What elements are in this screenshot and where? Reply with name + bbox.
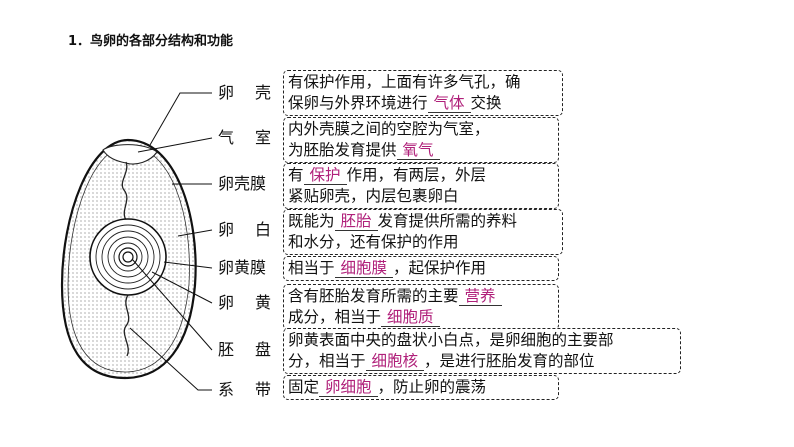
- function-text: 卵黄表面中央的盘状小白点，是卵细胞的主要部: [288, 331, 614, 349]
- function-line: 固定卵细胞，防止卵的震荡: [288, 377, 554, 398]
- section-title: 1．鸟卵的各部分结构和功能: [68, 34, 234, 49]
- function-line: 和水分，还有保护的作用: [288, 232, 558, 253]
- part-label-2: 气室: [218, 129, 271, 147]
- function-line: 为胚胎发育提供氧气: [288, 140, 554, 161]
- function-text: 作用，有两层，外层: [346, 166, 487, 184]
- part-label-1: 卵壳: [218, 84, 271, 102]
- part-label-char: 白: [254, 220, 271, 239]
- answer-fill: 保护: [303, 166, 347, 185]
- function-text: 既能为: [288, 212, 335, 230]
- function-box-7: 卵黄表面中央的盘状小白点，是卵细胞的主要部分，相当于细胞核，是进行胚胎发育的部位: [283, 328, 681, 374]
- part-label-char: 卵: [218, 220, 235, 239]
- part-label-char: 胚: [218, 340, 235, 359]
- answer-fill: 氧气: [396, 141, 440, 160]
- function-line: 分，相当于细胞核，是进行胚胎发育的部位: [288, 351, 676, 372]
- part-label-6: 卵黄: [218, 294, 271, 312]
- function-text: 分，相当于: [288, 352, 366, 370]
- function-line: 有保护作用，上面有许多气孔，确: [288, 72, 558, 93]
- function-box-2: 内外壳膜之间的空腔为气室， 为胚胎发育提供氧气: [283, 117, 559, 163]
- function-text: 保卵与外界环境进行: [288, 94, 428, 112]
- function-text: 交换: [470, 94, 502, 112]
- function-text: 含有胚胎发育所需的主要: [288, 287, 459, 305]
- function-text: 相当于: [288, 259, 335, 277]
- function-text: 有保护作用，上面有许多气孔，确: [288, 73, 521, 91]
- part-label-8: 系带: [218, 381, 271, 399]
- part-label-char: 卵: [218, 83, 235, 102]
- part-label-3: 卵壳膜: [218, 174, 267, 193]
- function-text: ，防止卵的震荡: [377, 378, 487, 396]
- function-line: 既能为胚胎发育提供所需的养料: [288, 211, 558, 232]
- function-text: 有: [288, 166, 304, 184]
- part-label-char: 系: [218, 380, 235, 399]
- function-line: 卵黄表面中央的盘状小白点，是卵细胞的主要部: [288, 330, 676, 351]
- function-text: ，是进行胚胎发育的部位: [424, 352, 595, 370]
- answer-fill: 细胞核: [365, 352, 425, 371]
- function-box-8: 固定卵细胞，防止卵的震荡: [283, 375, 559, 400]
- function-box-5: 相当于细胞膜，起保护作用: [283, 256, 559, 281]
- function-text: 成分，相当于: [288, 308, 382, 326]
- answer-fill: 卵细胞: [319, 378, 378, 397]
- chalaza-bottom: [123, 294, 130, 357]
- germinal-disc: [122, 251, 134, 263]
- function-text: 为胚胎发育提供: [288, 141, 397, 159]
- function-box-4: 既能为胚胎发育提供所需的养料和水分，还有保护的作用: [283, 209, 563, 255]
- function-text: 固定: [288, 378, 320, 396]
- function-text: ，起保护作用: [393, 259, 487, 277]
- function-text: 内外壳膜之间的空腔为气室，: [288, 120, 490, 138]
- chalaza-top: [121, 161, 128, 221]
- part-label-char: 带: [254, 380, 271, 399]
- part-label-char: 气: [218, 128, 235, 147]
- shell-inner-line: [67, 145, 190, 373]
- part-label-5: 卵黄膜: [218, 258, 267, 277]
- part-label-7: 胚盘: [218, 341, 271, 359]
- answer-fill: 营养: [458, 287, 502, 306]
- function-text: 紧贴卵壳，内层包裹卵白: [288, 187, 459, 205]
- part-label-char: 黄: [254, 293, 271, 312]
- air-cell: [102, 144, 158, 165]
- answer-fill: 胚胎: [334, 212, 378, 231]
- function-line: 紧贴卵壳，内层包裹卵白: [288, 186, 554, 207]
- answer-fill: 细胞膜: [334, 259, 394, 278]
- function-line: 相当于细胞膜，起保护作用: [288, 258, 554, 279]
- function-text: 和水分，还有保护的作用: [288, 233, 459, 251]
- function-line: 成分，相当于细胞质: [288, 307, 554, 328]
- function-line: 内外壳膜之间的空腔为气室，: [288, 119, 554, 140]
- function-box-6: 含有胚胎发育所需的主要营养成分，相当于细胞质: [283, 284, 559, 330]
- function-line: 保卵与外界环境进行气体交换: [288, 93, 558, 114]
- answer-fill: 细胞质: [381, 308, 440, 327]
- part-label-char: 室: [254, 128, 271, 147]
- part-label-char: 壳: [254, 83, 271, 102]
- part-label-4: 卵白: [218, 221, 271, 239]
- part-label-char: 卵: [218, 293, 235, 312]
- answer-fill: 气体: [427, 94, 471, 113]
- function-text: 发育提供所需的养料: [377, 212, 518, 230]
- function-line: 有保护作用，有两层，外层: [288, 165, 554, 186]
- function-line: 含有胚胎发育所需的主要营养: [288, 286, 554, 307]
- function-box-3: 有保护作用，有两层，外层紧贴卵壳，内层包裹卵白: [283, 163, 559, 209]
- part-label-char: 盘: [254, 340, 271, 359]
- function-box-1: 有保护作用，上面有许多气孔，确保卵与外界环境进行气体交换: [283, 70, 563, 116]
